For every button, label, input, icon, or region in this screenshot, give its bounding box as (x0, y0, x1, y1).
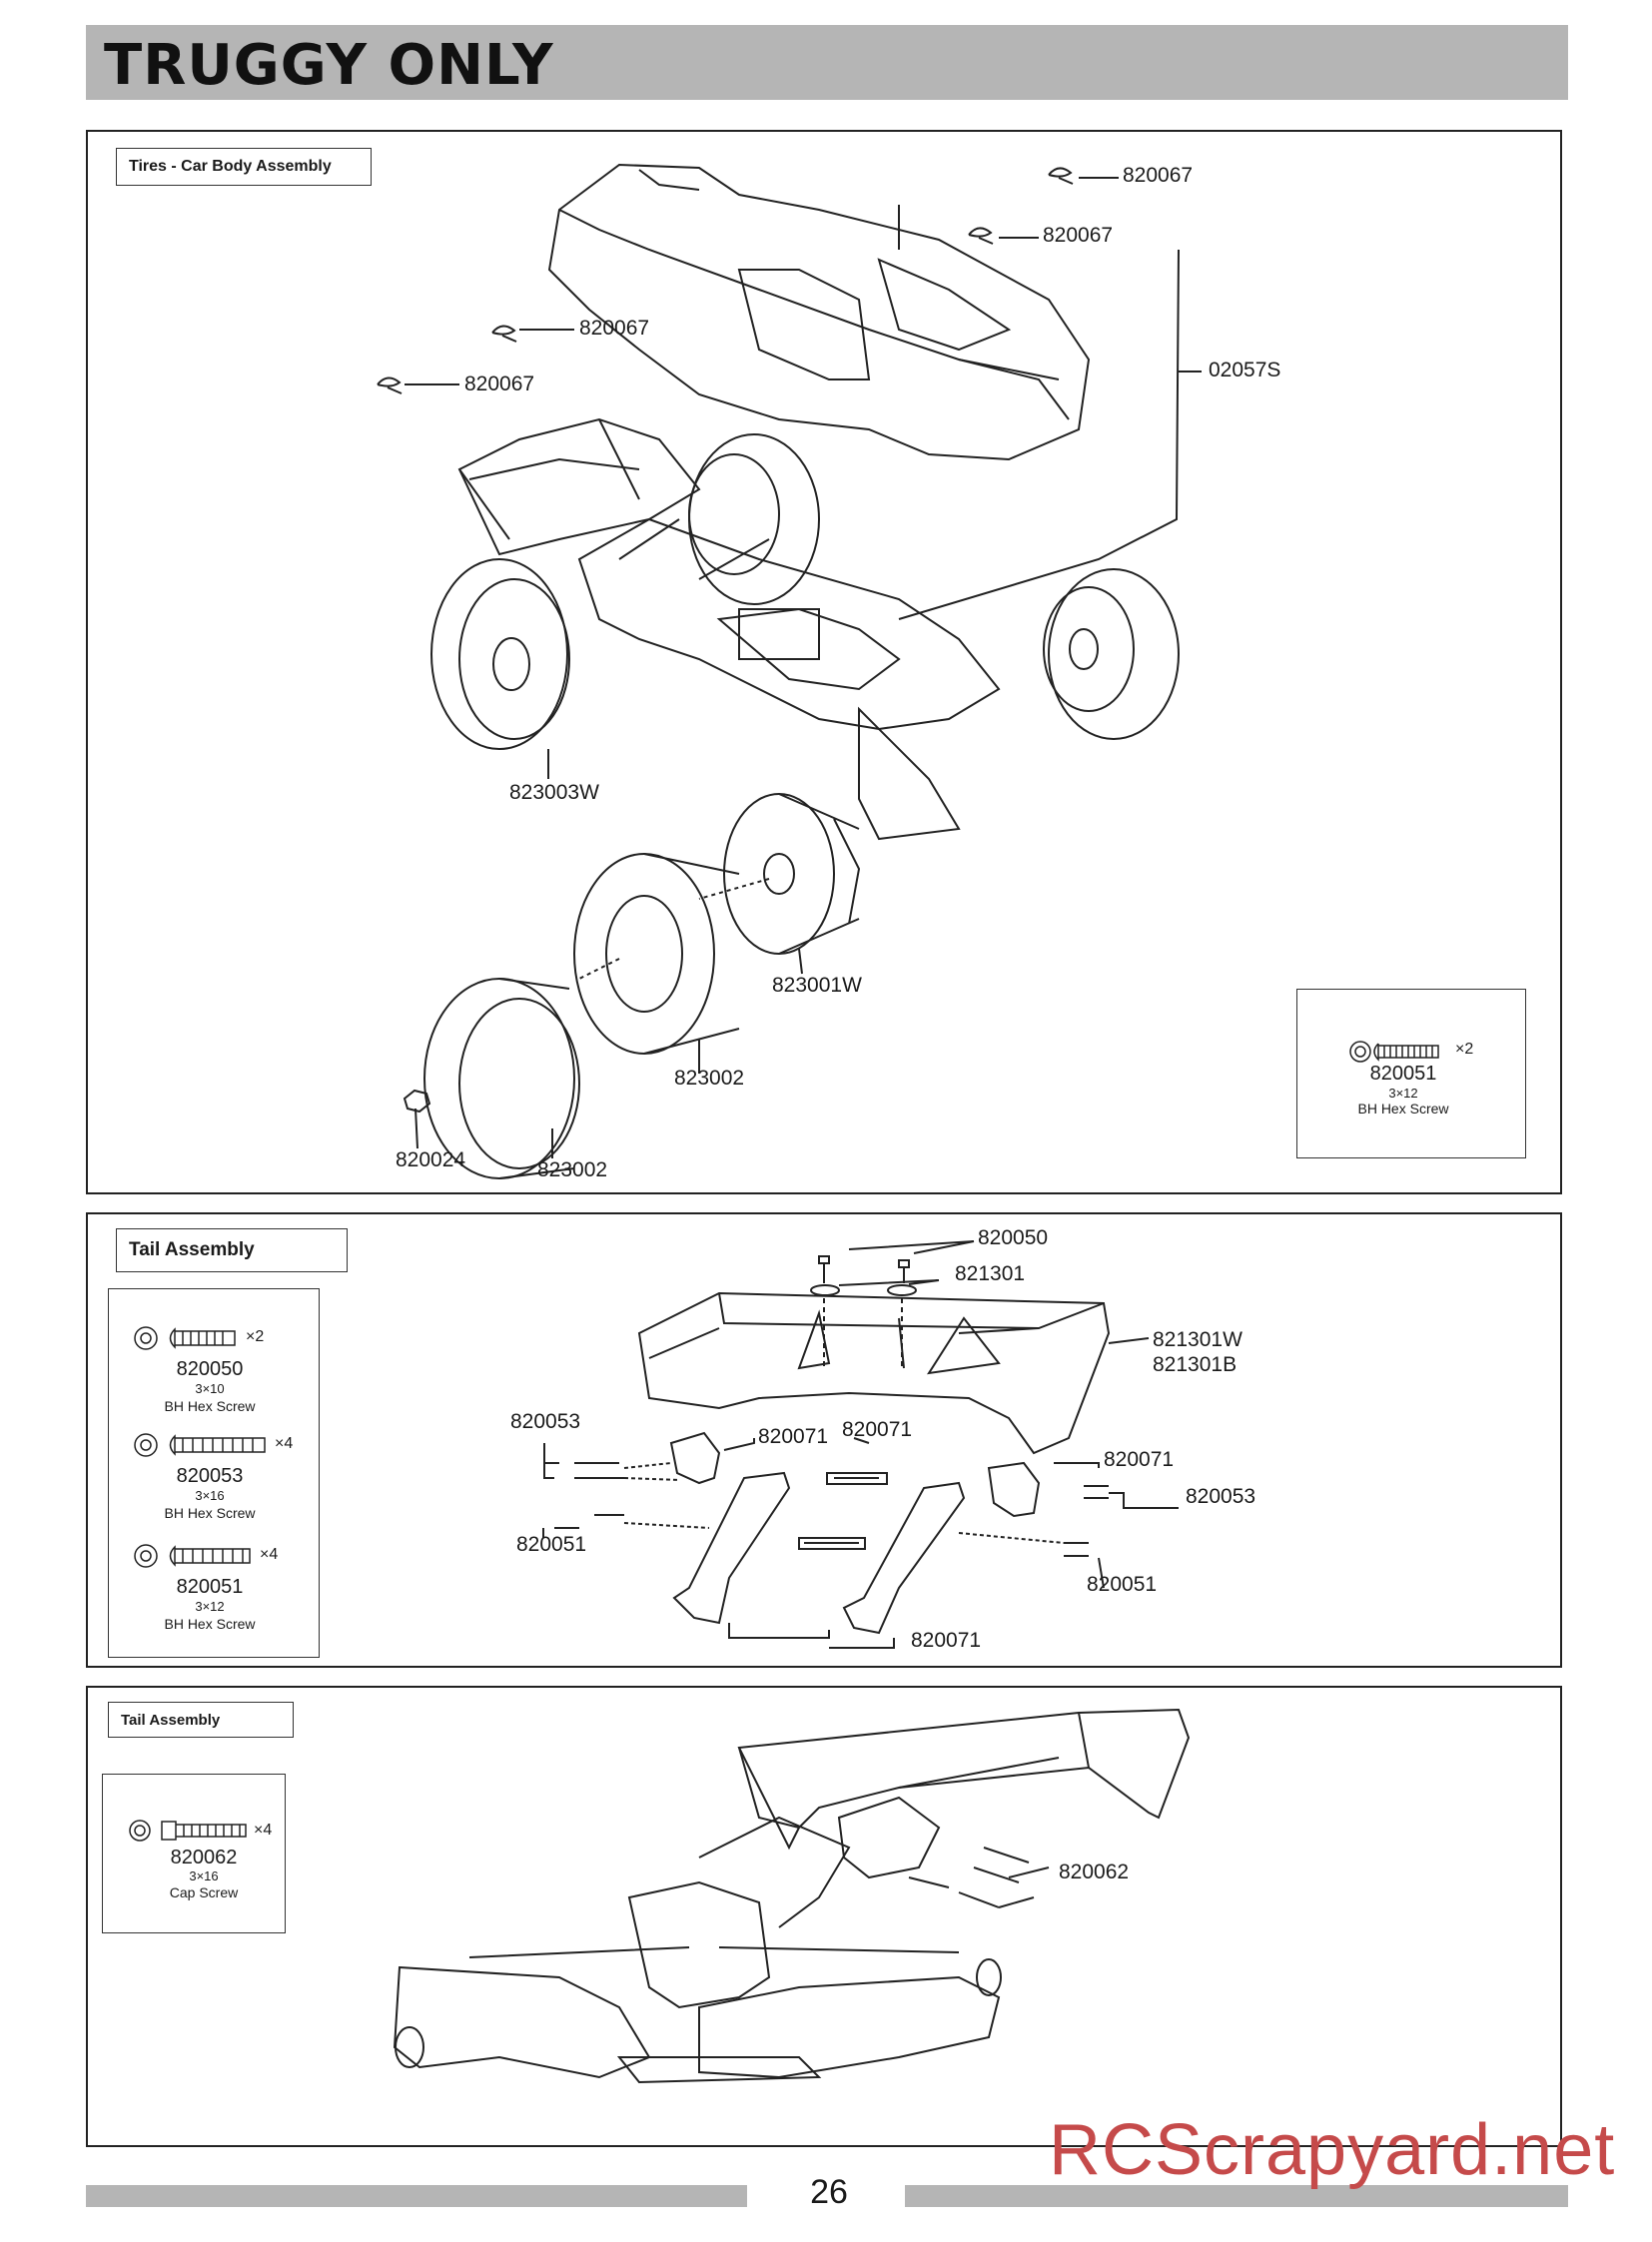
rear-wing (457, 417, 701, 556)
strut-left (672, 1471, 791, 1625)
hardware-size: 3×16 (195, 1488, 225, 1503)
part-label-clip: 820067 (1043, 224, 1114, 247)
hardware-qty: ×4 (275, 1435, 294, 1452)
hardware-desc: Cap Screw (169, 1884, 239, 1900)
footer-bar-left (86, 2185, 747, 2207)
page-title: TRUGGY ONLY (104, 33, 554, 98)
part-label-clip: 820067 (464, 373, 535, 395)
part-label-mount-mid: 820071 (842, 1418, 913, 1441)
part-label-mount-right: 820071 (1104, 1448, 1175, 1471)
watermark: RCScrapyard.net (1049, 2110, 1616, 2190)
part-label-washer: 821301 (955, 1262, 1026, 1285)
page-number: 26 (810, 2173, 848, 2211)
tire-front (1048, 568, 1180, 740)
clip-icon (491, 325, 517, 343)
chassis (577, 517, 1001, 731)
clip-icon (377, 376, 403, 394)
hardware-size: 3×12 (195, 1599, 225, 1614)
panel3-label: Tail Assembly (108, 1702, 294, 1738)
part-label-mount-left: 820071 (758, 1425, 829, 1448)
hardware-qty: ×2 (1455, 1041, 1474, 1058)
hardware-size: 3×10 (195, 1381, 225, 1396)
wing-mount-right (987, 1461, 1041, 1518)
hardware-box (108, 1288, 320, 1658)
cap-screw-icon (129, 1820, 247, 1842)
part-label-wheel-assembly: 823003W (509, 781, 599, 804)
panel-tail-assembly (86, 1212, 1562, 1668)
hardware-desc: BH Hex Screw (1357, 1101, 1449, 1117)
wing-mount-left (669, 1431, 721, 1485)
hardware-qty: ×2 (246, 1328, 265, 1345)
part-label-screw-lower-right: 820051 (1087, 1573, 1158, 1596)
part-label-screw-lower-left: 820051 (516, 1533, 587, 1556)
hardware-code: 820051 (1369, 1063, 1437, 1085)
part-label-clip: 820067 (1123, 164, 1194, 187)
wing (737, 1708, 1191, 1851)
part-label-screw-right: 820053 (1186, 1485, 1256, 1508)
part-label-struts: 820071 (911, 1629, 982, 1652)
part-label-cap-screw: 820062 (1059, 1861, 1130, 1883)
shock-tower (627, 1880, 771, 2009)
part-label-screw-left: 820053 (510, 1410, 581, 1433)
hardware-desc: BH Hex Screw (164, 1505, 256, 1521)
exploded-nut (403, 1089, 431, 1114)
rear-arm-right (698, 1975, 1001, 2079)
hardware-box (1296, 989, 1526, 1158)
part-label-tire: 823002 (537, 1158, 608, 1181)
panel1-label: Tires - Car Body Assembly (116, 148, 372, 186)
part-label-nut: 820024 (396, 1148, 466, 1171)
hardware-code: 820051 (176, 1576, 244, 1598)
hardware-desc: BH Hex Screw (164, 1398, 256, 1414)
hardware-code: 820062 (170, 1847, 238, 1868)
clip-icon (1048, 167, 1074, 185)
part-label-wing-b: 821301B (1153, 1353, 1238, 1376)
hardware-qty: ×4 (254, 1822, 273, 1839)
part-label-antenna: 02057S (1209, 359, 1281, 381)
hardware-box (102, 1774, 286, 1933)
antenna-wire (898, 249, 1180, 620)
tire-rear-left (430, 558, 568, 750)
hardware-size: 3×16 (189, 1868, 219, 1883)
strut-right (842, 1481, 966, 1635)
clip-icon (968, 227, 994, 245)
panel2-label: Tail Assembly (116, 1228, 348, 1272)
hardware-size: 3×12 (1388, 1086, 1418, 1101)
hardware-code: 820050 (176, 1358, 244, 1380)
title-bar (86, 25, 1568, 100)
truck-body (547, 163, 1091, 461)
hardware-code: 820053 (176, 1465, 244, 1487)
screw-icon (1349, 1041, 1439, 1063)
part-label-rim: 823001W (772, 974, 862, 997)
part-label-wing-w: 821301W (1153, 1328, 1242, 1351)
hardware-qty: ×4 (260, 1546, 279, 1563)
part-label-screw-top: 820050 (978, 1226, 1049, 1249)
rear-arm-left (393, 1965, 651, 2079)
part-label-clip: 820067 (579, 317, 650, 340)
part-label-insert: 823002 (674, 1067, 745, 1090)
footer-bar-right (905, 2185, 1568, 2207)
hardware-desc: BH Hex Screw (164, 1616, 256, 1632)
